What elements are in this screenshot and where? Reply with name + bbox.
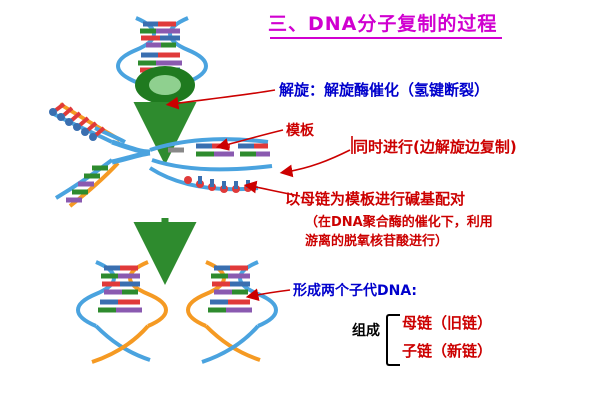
label-parent-strand: 母链（旧链） [402,314,493,332]
leader-template [215,129,284,151]
leader-pairing [243,180,301,197]
composition-brace [386,314,400,366]
label-base-pairing: 以母链为模板进行碱基配对 [285,190,466,208]
label-daughter-strand: 子链（新链） [402,342,493,360]
replication-fork [49,102,273,208]
label-paren-line2: 游离的脱氧核苷酸进行） [305,234,449,249]
annotation-leader-lines [165,89,353,302]
leader-simultaneous [279,149,351,178]
label-composition: 组成 [352,323,380,339]
page-title: 三、DNA分子复制的过程 [268,13,498,35]
label-two-daughter-dna: 形成两个子代DNA: [293,283,418,299]
top-dna-helix [116,16,208,84]
label-simultaneous: 同时进行(边解旋边复制) [353,138,517,156]
label-paren-line1: （在DNA聚合酶的催化下，利用 [305,215,493,230]
label-template: 模板 [286,123,314,139]
daughter-dna-left [76,260,168,364]
label-unwinding: 解旋：解旋酶催化（氢键断裂） [279,81,490,99]
title-underline [270,37,502,39]
helicase-enzyme [135,66,195,104]
leader-daughter [245,288,291,302]
daughter-dna-right [186,260,278,364]
leader-unwinding [165,89,276,110]
